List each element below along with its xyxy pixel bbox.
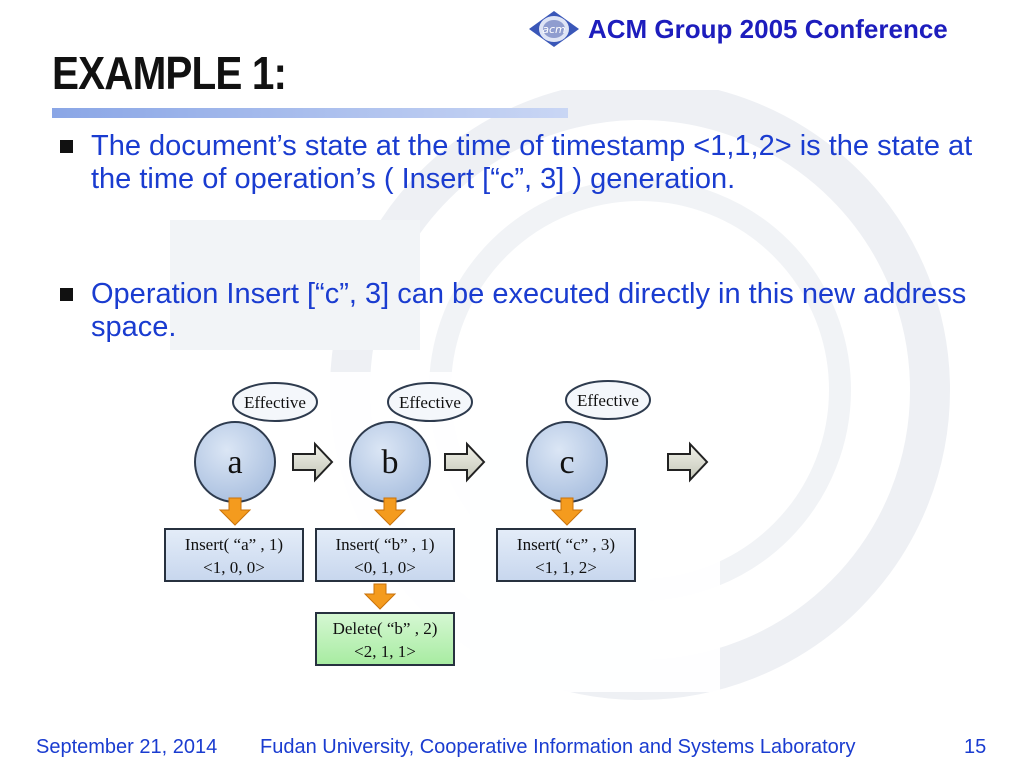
right-arrow-icon bbox=[292, 441, 334, 483]
node-letter: a bbox=[227, 444, 242, 481]
operation-text: Insert( “c” , 3) bbox=[516, 535, 616, 554]
title-underline bbox=[52, 108, 568, 118]
node-letter: b bbox=[382, 444, 399, 481]
operation-box: Insert( “a” , 1) <1, 0, 0> bbox=[164, 528, 304, 582]
square-bullet-icon bbox=[60, 140, 73, 153]
delete-operation-box: Delete( “b” , 2) <2, 1, 1> bbox=[315, 612, 455, 666]
operation-text: Delete( “b” , 2) bbox=[332, 619, 438, 638]
operation-text: Insert( “a” , 1) bbox=[184, 535, 284, 554]
effective-label: Effective bbox=[577, 391, 639, 410]
node-a: Effective a bbox=[194, 382, 318, 526]
conference-title: ACM Group 2005 Conference bbox=[588, 14, 948, 44]
node-b: Effective b bbox=[349, 382, 473, 610]
timestamp-text: <1, 1, 2> bbox=[535, 558, 597, 577]
node-c: Effective c bbox=[526, 380, 651, 526]
timestamp-text: <0, 1, 0> bbox=[354, 558, 416, 577]
down-arrow-icon bbox=[550, 497, 584, 526]
diagram-graphic: Effective a Effective b Effective c bbox=[194, 380, 709, 610]
right-arrow-icon bbox=[444, 441, 486, 483]
operation-box: Insert( “c” , 3) <1, 1, 2> bbox=[496, 528, 636, 582]
bullet-text: The document’s state at the time of time… bbox=[91, 130, 973, 195]
effective-bubble bbox=[565, 380, 651, 420]
effective-bubble bbox=[387, 382, 473, 422]
right-arrow-icon bbox=[667, 441, 709, 483]
effective-label: Effective bbox=[244, 393, 306, 412]
down-arrow-icon bbox=[363, 583, 397, 610]
page-number: 15 bbox=[964, 736, 987, 758]
slide-title: EXAMPLE 1: bbox=[52, 47, 287, 99]
acm-logo: acm bbox=[529, 11, 579, 47]
square-bullet-icon bbox=[60, 288, 73, 301]
bullet-text: Operation Insert [“c”, 3] can be execute… bbox=[91, 278, 967, 343]
down-arrow-icon bbox=[373, 497, 407, 526]
footer-lab: Fudan University, Cooperative Informatio… bbox=[260, 736, 856, 758]
down-arrow-icon bbox=[218, 497, 252, 526]
acm-logo-text: acm bbox=[542, 23, 566, 36]
effective-bubble bbox=[232, 382, 318, 422]
operation-diagram: Effective a Effective b Effective c bbox=[160, 372, 720, 692]
effective-label: Effective bbox=[399, 393, 461, 412]
footer-date: September 21, 2014 bbox=[36, 736, 218, 758]
timestamp-text: <1, 0, 0> bbox=[203, 558, 265, 577]
timestamp-text: <2, 1, 1> bbox=[354, 642, 416, 661]
node-letter: c bbox=[559, 444, 574, 481]
operation-text: Insert( “b” , 1) bbox=[335, 535, 435, 554]
operation-box: Insert( “b” , 1) <0, 1, 0> bbox=[315, 528, 455, 582]
